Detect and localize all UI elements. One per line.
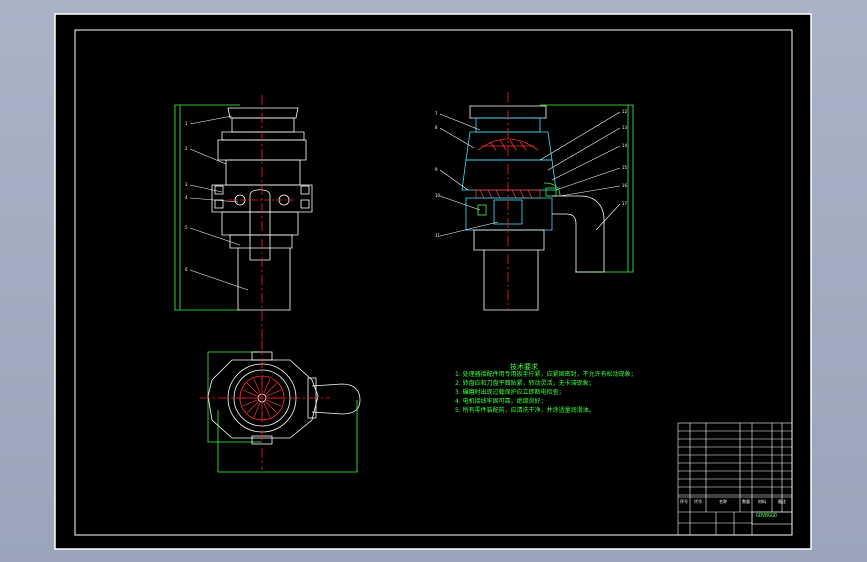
part-label: 7 [435, 111, 438, 116]
front-view [174, 95, 313, 345]
spoke-line [242, 389, 258, 397]
spoke-line [266, 399, 282, 407]
part-label: 5 [185, 225, 188, 230]
part-label: 17 [621, 201, 627, 206]
spoke-line [242, 399, 258, 407]
company-tag: GDVBGGD [756, 513, 778, 519]
technical-requirements-title: 技术要求 [510, 363, 538, 371]
outer-border [54, 13, 812, 550]
part-label: 14 [621, 143, 627, 148]
header-cell-material: 材料 [758, 499, 766, 504]
spoke-line [253, 402, 261, 418]
grinding-plate-spokes [241, 377, 283, 419]
requirement-1: 1. 处理器接配件用专用扳手拧紧，应紧固密封，不允许有松动现象； [455, 371, 637, 378]
part-label: 4 [185, 195, 188, 200]
header-cell-code: 代号 [694, 499, 702, 504]
part-label: 11 [435, 233, 441, 238]
spoke-line [263, 378, 271, 394]
title-block-header: 序号 代号 名称 数量 材料 备注 [678, 499, 792, 509]
part-label: 15 [621, 165, 627, 170]
requirement-3: 3. 碾磨时出现过载保护应立即断电检查； [455, 389, 565, 396]
spoke-line [263, 402, 271, 418]
part-label: 6 [185, 267, 188, 272]
spoke-line [246, 401, 259, 414]
spoke-line [253, 378, 261, 394]
header-cell-index: 序号 [680, 499, 688, 504]
part-label: 9 [435, 167, 438, 172]
top-view [200, 340, 361, 473]
part-label: 13 [621, 125, 627, 130]
part-label: 16 [621, 183, 627, 188]
header-cell-qty: 数量 [742, 499, 750, 504]
spoke-line [266, 389, 282, 397]
part-label: 10 [435, 193, 441, 198]
technical-requirements: 1. 处理器接配件用专用扳手拧紧，应紧固密封，不允许有松动现象； 2. 转盘应和… [455, 370, 637, 415]
part-label: 12 [621, 109, 627, 114]
requirement-5: 5. 所有零件装配前，应清洗干净，并涂适量润滑油。 [455, 407, 595, 414]
title-block-tag: GDVBGGD [756, 513, 792, 519]
inner-border [74, 29, 793, 536]
section-view [439, 92, 634, 311]
spoke-line [265, 382, 278, 395]
spoke-line [265, 401, 278, 414]
part-label: 2 [185, 146, 188, 151]
requirement-2: 2. 转盘应和刀盘平面贴紧，转动灵活，无卡滞现象； [455, 380, 595, 387]
spoke-line [246, 382, 259, 395]
header-cell-name: 名称 [719, 499, 727, 504]
title-block [677, 422, 793, 536]
part-label: 1 [185, 121, 188, 126]
requirement-4: 4. 电机接线牢固可靠，绝缘良好； [455, 398, 547, 405]
header-cell-remark: 备注 [778, 499, 786, 504]
part-label: 3 [185, 182, 188, 187]
part-label: 8 [435, 125, 438, 130]
